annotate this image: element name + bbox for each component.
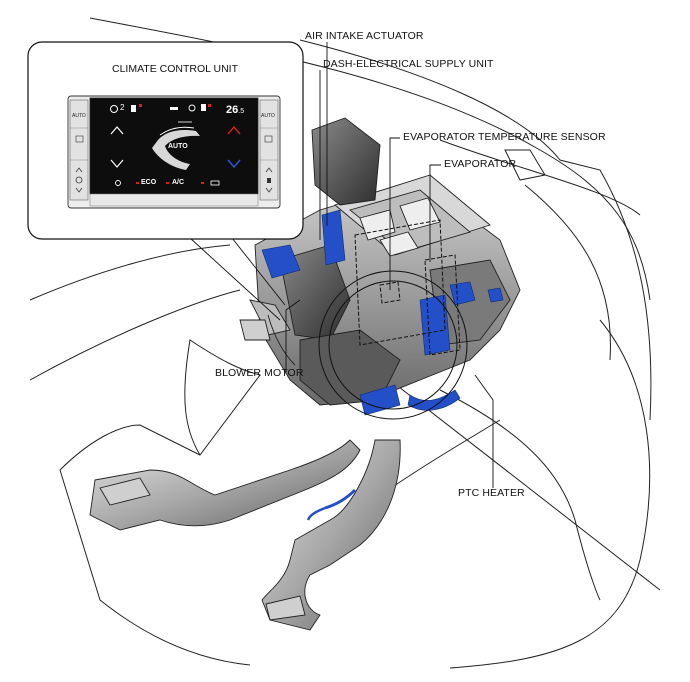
auto-button-right[interactable]: AUTO — [261, 113, 275, 119]
hidden-component-outlines — [354, 219, 461, 356]
auto-mode-label: AUTO — [168, 143, 188, 150]
left-fan-icon — [75, 176, 83, 184]
leader-lines — [285, 42, 494, 488]
temperature-decimal: .5 — [238, 108, 245, 115]
detail-circle — [318, 270, 468, 420]
seat-heater-icon — [131, 105, 136, 112]
auto-button-left-label: AUTO — [72, 113, 86, 119]
label-blower-motor: BLOWER MOTOR — [215, 367, 304, 379]
label-dash-electrical-supply-unit: DASH-ELECTRICAL SUPPLY UNIT — [323, 58, 494, 70]
label-ptc-heater: PTC HEATER — [458, 487, 525, 499]
rear-defrost-icon — [210, 180, 220, 186]
steering-heat-icon — [188, 104, 196, 112]
inset-title: CLIMATE CONTROL UNIT — [112, 63, 239, 75]
temp-down-left-chevron[interactable] — [110, 159, 124, 168]
temperature-integer: 26 — [226, 104, 239, 116]
fan-icon — [110, 105, 118, 113]
hvac-unit — [239, 117, 521, 406]
inset-pointer — [189, 237, 286, 321]
temp-down-right-chevron[interactable] — [227, 159, 241, 169]
auto-button-left[interactable]: AUTO — [72, 113, 86, 119]
ac-button[interactable]: A/C — [172, 179, 185, 186]
climate-control-panel — [67, 95, 281, 209]
temperature-value: 26.5 — [226, 100, 244, 118]
defrost-icon — [170, 107, 178, 110]
eco-button[interactable]: ECO — [141, 179, 157, 186]
seat-airflow-icon — [152, 130, 200, 170]
temp-up-right-chevron[interactable] — [227, 125, 241, 135]
label-evaporator-temperature-sensor: EVAPORATOR TEMPERATURE SENSOR — [403, 131, 606, 143]
heater-duct — [89, 439, 401, 631]
label-air-intake-actuator: AIR INTAKE ACTUATOR — [305, 30, 424, 42]
label-evaporator: EVAPORATOR — [444, 158, 517, 170]
fan-speed-value: 2 — [120, 103, 125, 112]
temp-up-left-chevron[interactable] — [110, 126, 124, 135]
recirculation-icon — [115, 180, 121, 186]
